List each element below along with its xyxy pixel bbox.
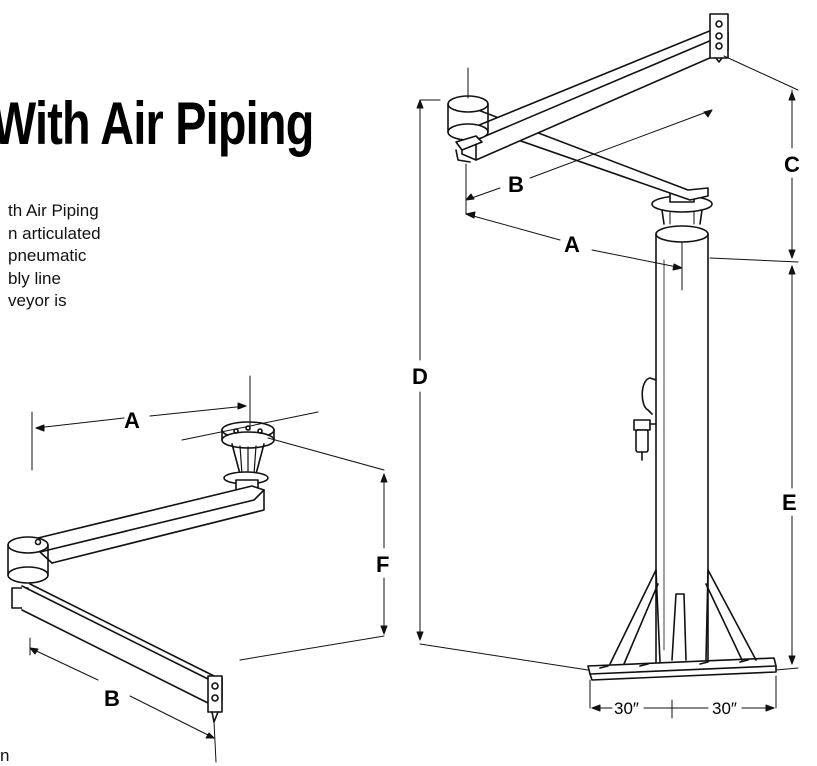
base-dimension-left: 30″ xyxy=(614,699,639,718)
left-dimension-lines xyxy=(29,375,388,763)
dimension-label-a-left: A xyxy=(124,408,140,433)
description-line: pneumatic xyxy=(8,246,87,265)
dimension-label-e: E xyxy=(782,490,797,515)
description-line: n articulated xyxy=(8,223,101,243)
description-line: bly line xyxy=(8,268,61,288)
description-line: veyor is xyxy=(8,291,67,310)
pedestal-jib-illustration xyxy=(447,13,777,681)
text-fragment: n xyxy=(0,746,10,765)
base-dimension-right: 30″ xyxy=(712,699,737,718)
dimension-label-b-left: B xyxy=(104,686,120,711)
right-dimension-lines xyxy=(416,55,799,719)
page-title: With Air Piping xyxy=(0,90,314,157)
description-text: th Air Piping n articulated pneumatic bl… xyxy=(8,200,168,313)
dimension-label-c: C xyxy=(784,152,800,177)
dimension-label-a-right: A xyxy=(564,232,580,257)
description-line: th Air Piping xyxy=(8,201,99,220)
dimension-label-b-right: B xyxy=(508,172,524,197)
dimension-label-f: F xyxy=(376,552,389,577)
articulated-arm-illustration xyxy=(7,421,275,723)
dimension-label-d: D xyxy=(412,364,428,389)
